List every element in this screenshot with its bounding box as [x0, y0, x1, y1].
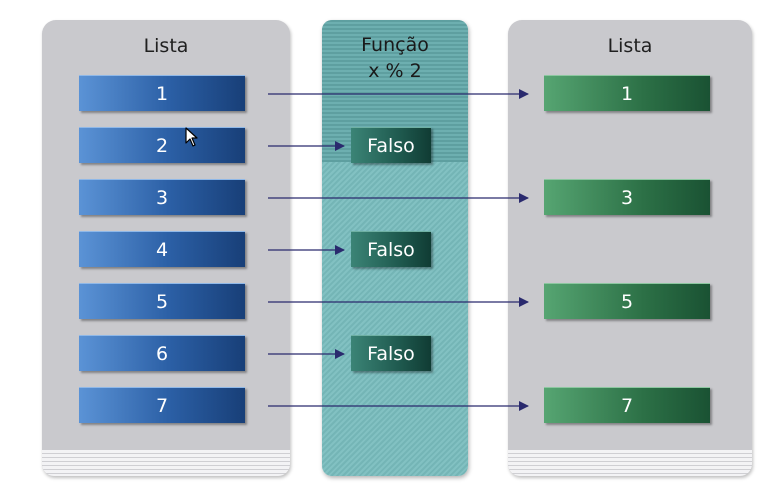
input-item: 2	[79, 127, 245, 163]
function-name: Função	[361, 34, 429, 56]
output-item: 5	[544, 283, 710, 319]
false-result: Falso	[351, 335, 431, 371]
input-list-title: Lista	[143, 35, 189, 57]
mouse-cursor-icon	[185, 127, 198, 147]
input-item: 4	[79, 231, 245, 267]
input-item: 1	[79, 75, 245, 111]
output-item: 3	[544, 179, 710, 215]
output-list-panel-base	[508, 450, 752, 476]
input-item: 5	[79, 283, 245, 319]
input-list-panel-base	[42, 450, 290, 476]
input-item: 3	[79, 179, 245, 215]
output-item: 7	[544, 387, 710, 423]
false-result: Falso	[351, 127, 431, 163]
input-item: 6	[79, 335, 245, 371]
input-item: 7	[79, 387, 245, 423]
false-result: Falso	[351, 231, 431, 267]
function-expression: x % 2	[368, 60, 422, 82]
function-title: Função x % 2	[322, 32, 468, 84]
output-list-title: Lista	[607, 35, 653, 57]
output-item: 1	[544, 75, 710, 111]
